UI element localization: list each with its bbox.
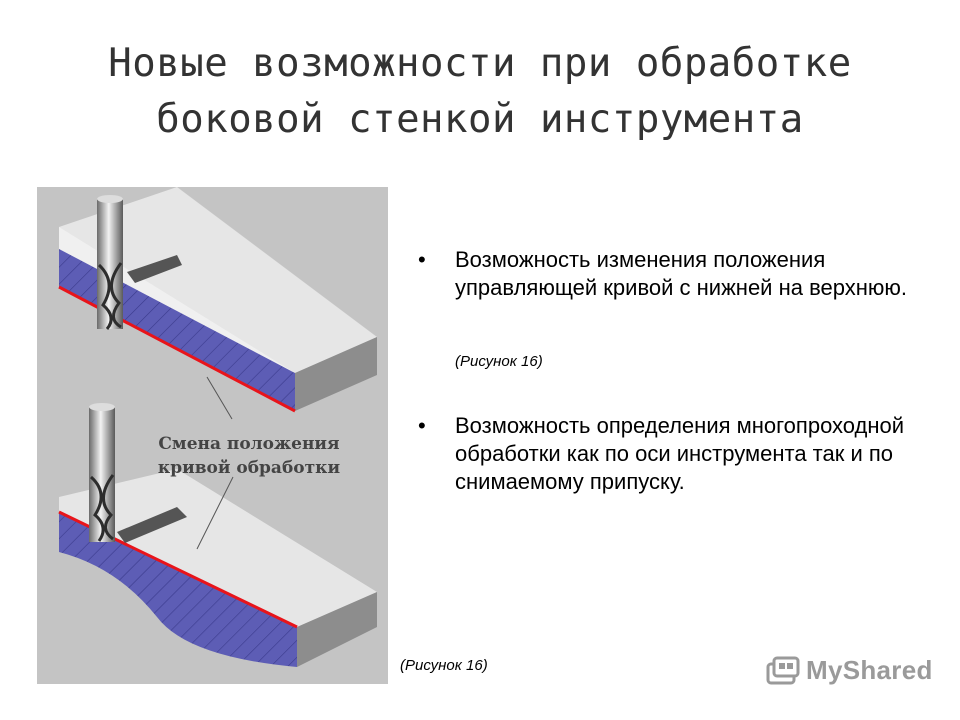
bullet-text: Возможность изменения положения управляю…	[455, 247, 908, 300]
cutter-tool-icon	[97, 195, 123, 330]
bullet-list: • Возможность изменения положения управл…	[418, 246, 918, 302]
myshared-logo-icon	[766, 656, 800, 684]
logo-text: MyShared	[806, 655, 933, 685]
bullet-glyph: •	[418, 413, 426, 438]
lower-block	[58, 469, 377, 667]
cutter-tool-icon	[89, 403, 115, 542]
machining-figure: Смена положения кривой обработки	[37, 187, 388, 684]
bullet-item: • Возможность определения многопроходной…	[418, 412, 918, 496]
bullet-list: • Возможность определения многопроходной…	[418, 412, 918, 496]
bullet-item: • Возможность изменения положения управл…	[418, 246, 918, 302]
title-line-2: боковой стенкой инструмента	[156, 97, 804, 142]
title-line-1: Новые возможности при обработке	[108, 41, 852, 86]
figure-caption-line-2: кривой обработки	[158, 458, 341, 478]
figure-ref-1: (Рисунок 16)	[455, 353, 543, 370]
slide-title: Новые возможности при обработке боковой …	[0, 36, 960, 148]
figure-ref-2: (Рисунок 16)	[400, 657, 488, 674]
bullet-text: Возможность определения многопроходной о…	[455, 413, 905, 494]
myshared-logo[interactable]: MyShared	[766, 655, 933, 686]
bullet-glyph: •	[418, 247, 426, 272]
figure-caption-line-1: Смена положения	[158, 434, 339, 454]
